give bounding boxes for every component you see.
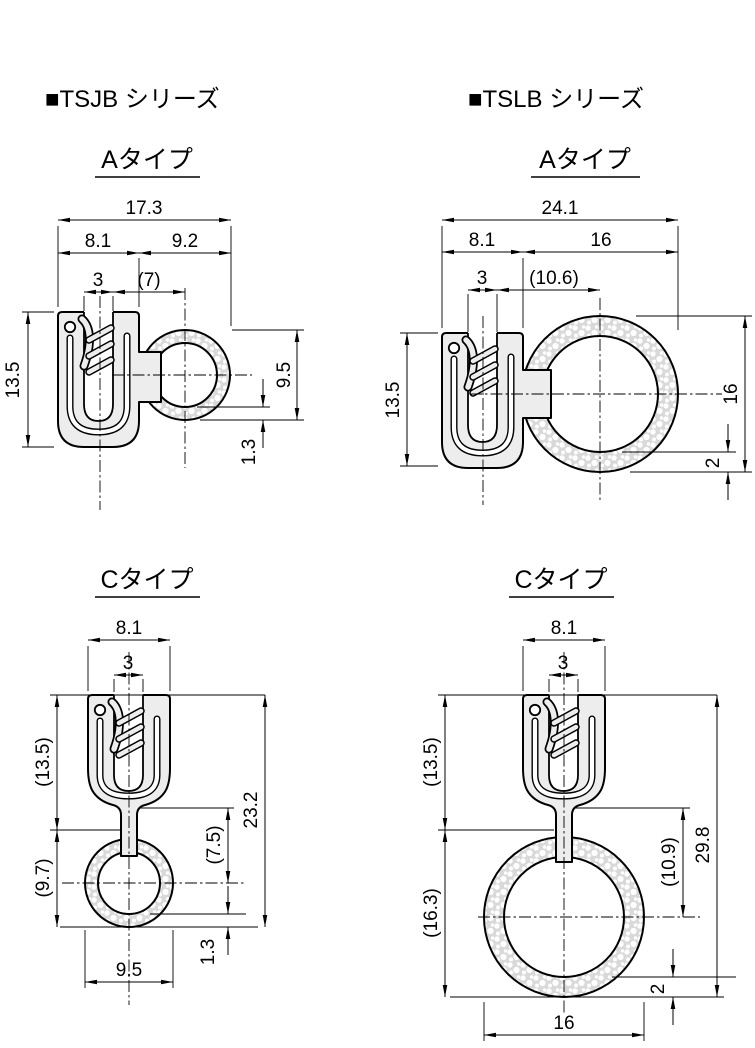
dim-grip-height: 13.5 [3, 362, 24, 399]
dim-overall-width: 24.1 [542, 198, 579, 219]
dim-bulb-center-offset: (10.6) [529, 268, 579, 289]
dim-bulb-diameter: 9.5 [274, 362, 295, 388]
dim-slot-width: 3 [123, 653, 134, 674]
dim-grip-width: 8.1 [116, 618, 142, 639]
dim-grip-height: (13.5) [33, 737, 54, 787]
dim-bulb-diameter: 16 [721, 383, 742, 404]
tslb-c-drawing: 8.1 3 (13.5) (16.3) 29.8 (10.9) 2 16 [421, 618, 736, 1041]
dim-grip-width: 8.1 [551, 618, 577, 639]
tslb-a-drawing: 24.1 8.1 16 3 (10.6) 13.5 16 2 [383, 198, 752, 505]
dim-neck-to-center: (10.9) [659, 837, 680, 887]
tslb-a-type-label: Aタイプ [539, 146, 631, 174]
dim-grip-height: 13.5 [383, 382, 404, 419]
tsjb-a-type-label: Aタイプ [101, 146, 193, 174]
dim-bulb-height: (16.3) [421, 888, 442, 938]
dim-grip-width: 8.1 [469, 230, 495, 251]
dim-bulb-wall: 2 [648, 984, 669, 995]
dim-neck-to-center: (7.5) [204, 825, 225, 864]
tsjb-a-drawing: 17.3 8.1 9.2 3 (7) 13.5 9.5 1.3 [3, 198, 304, 510]
tslb-c-type-label: Cタイプ [514, 566, 607, 594]
dim-grip-width: 8.1 [85, 231, 111, 252]
dim-bulb-wall: 1.3 [239, 439, 260, 465]
dim-bulb-height: (9.7) [33, 858, 54, 897]
dim-bulb-side-width: 16 [590, 230, 611, 251]
tsjb-c-type-label: Cタイプ [100, 566, 193, 594]
dim-grip-height: (13.5) [421, 737, 442, 787]
dim-overall-height: 23.2 [241, 792, 262, 829]
dim-bulb-wall: 2 [703, 458, 724, 469]
dim-bulb-wall: 1.3 [198, 939, 219, 965]
dim-bulb-diameter: 16 [553, 1013, 574, 1034]
series-title-tslb: ■TSLB シリーズ [468, 86, 644, 113]
tsjb-c-drawing: 8.1 3 (13.5) (9.7) 23.2 (7.5) 1.3 9.5 [33, 618, 268, 1005]
dim-slot-width: 3 [558, 653, 569, 674]
dim-bulb-side-width: 9.2 [172, 231, 198, 252]
dim-overall-height: 29.8 [693, 827, 714, 864]
dim-slot-width: 3 [477, 268, 488, 289]
dim-slot-width: 3 [93, 270, 104, 291]
dim-bulb-center-offset: (7) [137, 270, 160, 291]
dim-bulb-diameter: 9.5 [116, 960, 142, 981]
series-title-tsjb: ■TSJB シリーズ [45, 86, 220, 113]
dim-overall-width: 17.3 [126, 198, 163, 219]
